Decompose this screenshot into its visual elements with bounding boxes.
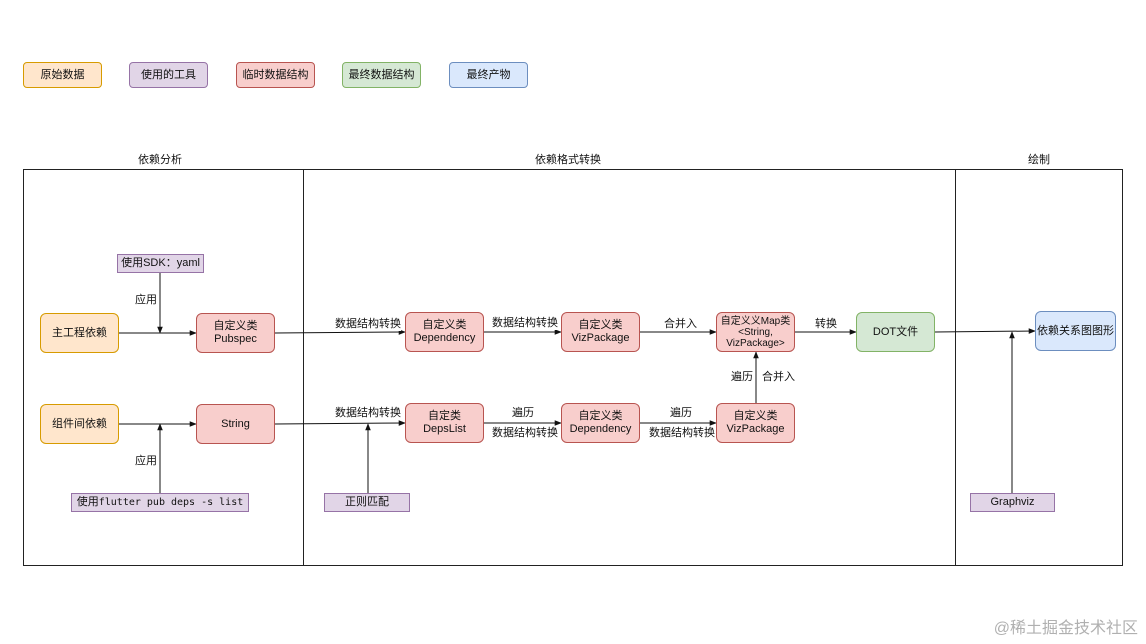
edge-label-apply-bottom: 应用	[135, 455, 157, 468]
edge-label-convert-3: 数据结构转换	[335, 407, 401, 420]
node-dot-file: DOT文件	[856, 312, 935, 352]
edge-label-traverse-1: 遍历	[512, 407, 534, 420]
node-graph-output: 依赖关系图图形	[1035, 311, 1116, 351]
edge-pubspec-to-dependency	[274, 329, 406, 335]
edge-label-convert-4: 数据结构转换	[492, 427, 558, 440]
edge-label-traverse-3: 遍历	[731, 371, 753, 384]
flutter-tool-command: flutter pub deps -s list	[98, 497, 244, 508]
edge-string-to-depslist	[274, 420, 406, 426]
node-string: String	[196, 404, 275, 444]
edge-label-traverse-2: 遍历	[670, 407, 692, 420]
node-depslist: 自定类 DepsList	[405, 403, 484, 443]
legend-raw-data: 原始数据	[23, 62, 102, 88]
watermark: @稀土掘金技术社区	[993, 620, 1138, 637]
node-vizpackage-top: 自定义类 VizPackage	[561, 312, 640, 352]
section-title-conversion: 依赖格式转换	[535, 154, 601, 166]
edge-label-convert-2: 数据结构转换	[492, 317, 558, 330]
edge-label-transform: 转换	[815, 318, 837, 331]
legend-final-product: 最终产物	[449, 62, 528, 88]
legend-final-structure: 最终数据结构	[342, 62, 421, 88]
legend-temp-structure: 临时数据结构	[236, 62, 315, 88]
node-regex: 正则匹配	[324, 493, 410, 512]
edge-label-merge-top: 合并入	[664, 318, 697, 331]
node-component-deps: 组件间依赖	[40, 404, 119, 444]
edge-label-merge-up: 合并入	[762, 371, 795, 384]
node-dependency-top: 自定义类 Dependency	[405, 312, 484, 352]
edge-label-convert-1: 数据结构转换	[335, 318, 401, 331]
node-dependency-bottom: 自定义类 Dependency	[561, 403, 640, 443]
node-graphviz: Graphviz	[970, 493, 1055, 512]
section-title-analysis: 依赖分析	[138, 154, 182, 166]
edge-label-apply-top: 应用	[135, 294, 157, 307]
section-frame-drawing	[955, 169, 1123, 566]
node-vizpackage-bottom: 自定义类 VizPackage	[716, 403, 795, 443]
edge-label-convert-5: 数据结构转换	[649, 427, 715, 440]
node-sdk-yaml: 使用SDK：yaml	[117, 254, 204, 273]
legend-tool: 使用的工具	[129, 62, 208, 88]
node-main-deps: 主工程依赖	[40, 313, 119, 353]
flutter-tool-prefix: 使用	[76, 496, 99, 508]
section-title-drawing: 绘制	[1028, 154, 1050, 166]
node-map-class: 自定义义Map类 <String, VizPackage>	[716, 312, 795, 352]
edge-dot-to-graph	[934, 328, 1036, 334]
node-pubspec: 自定义类 Pubspec	[196, 313, 275, 353]
